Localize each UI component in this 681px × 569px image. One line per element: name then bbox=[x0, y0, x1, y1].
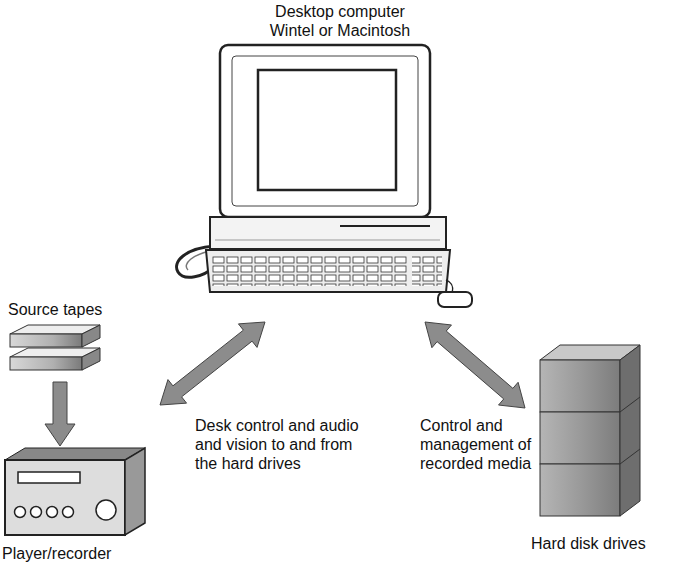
player-drawing-part bbox=[47, 507, 58, 518]
disk-drawing-part bbox=[540, 360, 620, 412]
connector-label: Desk control and audio and vision to and… bbox=[195, 416, 367, 473]
tapes-drawing-part bbox=[82, 325, 100, 347]
tapes-drawing-part bbox=[10, 334, 82, 347]
disk-drawing bbox=[540, 345, 640, 516]
disk-drawing-part bbox=[620, 397, 640, 412]
tapes-drawing bbox=[10, 325, 100, 370]
computer-drawing-part bbox=[220, 45, 430, 217]
device-node: Player/recorder bbox=[0, 405, 160, 565]
disk-drawing-part bbox=[620, 449, 640, 464]
device-node: Hard disk drives bbox=[525, 340, 681, 553]
double-arrow bbox=[45, 382, 75, 446]
disk-drawing-part bbox=[540, 412, 620, 464]
computer-drawing-part bbox=[206, 250, 450, 292]
player-drawing-part bbox=[63, 507, 74, 518]
player-drawing-part bbox=[96, 500, 116, 520]
device-label: Player/recorder bbox=[2, 544, 111, 563]
computer-drawing-part bbox=[212, 256, 408, 286]
device-node: Desktop computer Wintel or Macintosh bbox=[200, 0, 480, 320]
device-label: Hard disk drives bbox=[531, 534, 646, 553]
double-arrow bbox=[425, 322, 525, 408]
player-drawing-part bbox=[15, 507, 26, 518]
player-drawing-part bbox=[5, 448, 145, 460]
device-label: Source tapes bbox=[8, 300, 102, 319]
computer-drawing bbox=[177, 45, 472, 307]
disk-drawing-part bbox=[540, 464, 620, 516]
computer-drawing-part bbox=[340, 225, 430, 227]
connector-label: Control and management of recorded media bbox=[420, 416, 538, 473]
device-node: Source tapes bbox=[0, 296, 120, 382]
computer-drawing-part bbox=[232, 56, 418, 206]
player-drawing-part bbox=[5, 460, 125, 535]
computer-drawing-part bbox=[210, 217, 446, 249]
computer-drawing-part bbox=[412, 256, 442, 286]
computer-drawing-part bbox=[438, 292, 472, 307]
player-drawing-part bbox=[125, 448, 145, 535]
tapes-drawing-part bbox=[10, 357, 82, 370]
tapes-drawing-part bbox=[82, 348, 100, 370]
double-arrow bbox=[160, 322, 265, 405]
computer-drawing-part bbox=[258, 70, 396, 190]
disk-drawing-part bbox=[620, 345, 640, 516]
computer-drawing-part bbox=[215, 240, 440, 241]
device-label: Desktop computer Wintel or Macintosh bbox=[258, 2, 423, 40]
player-drawing-part bbox=[18, 472, 80, 483]
player-drawing-part bbox=[31, 507, 42, 518]
player-drawing bbox=[5, 448, 145, 535]
